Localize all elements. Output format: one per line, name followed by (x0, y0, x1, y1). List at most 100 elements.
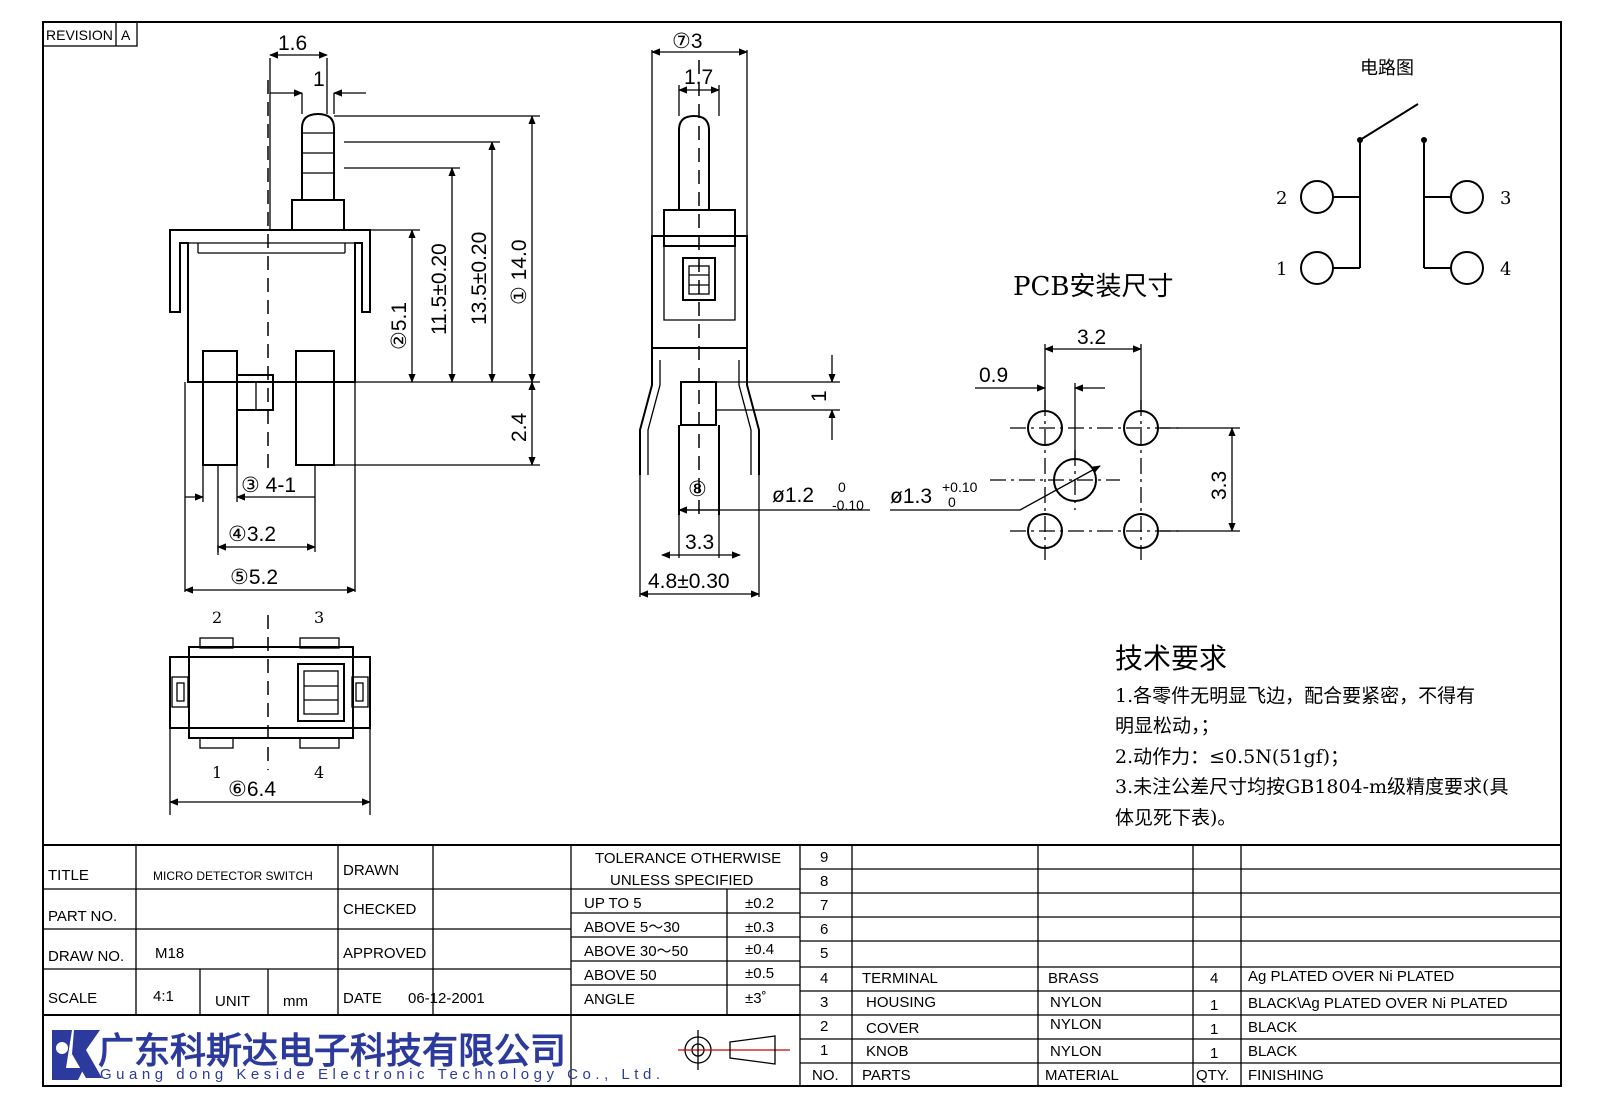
circuit-pin-2: 2 (1276, 188, 1287, 209)
tolerance-header-2: UNLESS SPECIFIED (610, 872, 754, 889)
title-label: TITLE (48, 867, 89, 884)
tol-value-2: ±0.3 (745, 919, 774, 936)
dim-1: 1 (313, 68, 325, 91)
circuit-terminal-4 (1450, 251, 1484, 285)
part-no-label: PART NO. (48, 908, 117, 925)
dim-1-6: 1.6 (278, 32, 307, 55)
tol-range-3: ABOVE 30～50 (584, 943, 688, 960)
approved-label: APPROVED (343, 945, 427, 962)
front-plunger-base (291, 199, 345, 231)
draw-no-value: M18 (155, 945, 184, 962)
pcb-dim-3-3: 3.3 (1208, 471, 1231, 500)
side-dim-1: 1 (808, 390, 831, 402)
bom-row-4-qty: 4 (1210, 970, 1218, 987)
tol-value-5: ±3˚ (745, 990, 767, 1007)
revision-label: REVISION (46, 27, 113, 43)
sheet-border (42, 21, 1562, 1087)
dim-13-5: 13.5±0.20 (468, 232, 491, 325)
tol-value-1: ±0.2 (745, 895, 774, 912)
unit-label: UNIT (215, 993, 250, 1010)
bom-row-2-no: 2 (820, 1018, 828, 1035)
bom-header-material: MATERIAL (1045, 1067, 1119, 1084)
checked-label: CHECKED (343, 901, 417, 918)
tol-range-2: ABOVE 5～30 (584, 919, 680, 936)
bom-row-6-no: 6 (820, 921, 828, 938)
drawn-label: DRAWN (343, 862, 399, 879)
dim-5-2: ⑤5.2 (230, 566, 278, 589)
circuit-pin-1: 1 (1276, 259, 1287, 280)
side-dim-8: ⑧ (688, 478, 707, 501)
draw-no-label: DRAW NO. (48, 948, 124, 965)
tolerance-header-1: TOLERANCE OTHERWISE (595, 850, 781, 867)
side-view: ⑦3 1.7 1 ⑧ ø1.2 0 -0.10 3.3 4.8±0.30 (639, 30, 870, 598)
bottom-body (169, 656, 371, 729)
bom-row-1-finishing: BLACK (1248, 1043, 1297, 1060)
tech-req-line-4: 3.未注公差尺寸均按GB1804-m级精度要求(具 (1115, 776, 1508, 798)
bom-row-2-part: COVER (866, 1020, 920, 1037)
company-name-cn: 广东科斯达电子科技有限公司 (98, 1030, 566, 1071)
bottom-pin-4: 4 (314, 763, 324, 782)
tech-req-line-3: 2.动作力：≤0.5N(51gf)； (1115, 746, 1349, 768)
dim-3-2: ④3.2 (228, 523, 276, 546)
side-dim-1-7: 1.7 (684, 66, 713, 89)
side-dim-phi12-up: 0 (838, 479, 846, 495)
bottom-view: 2 3 1 4 ⑥6.4 (169, 608, 371, 815)
pcb-dim-phi13: ø1.3 (890, 485, 932, 508)
side-dim-3-3: 3.3 (685, 531, 714, 554)
circuit-title: 电路图 (1360, 58, 1414, 79)
pcb-dim-phi13-low: 0 (948, 494, 956, 510)
bom-row-4-material: BRASS (1048, 970, 1099, 987)
side-dim-4-8: 4.8±0.30 (648, 570, 730, 593)
bom-row-5-no: 5 (820, 945, 828, 962)
scale-label: SCALE (48, 990, 97, 1007)
tech-req-line-2: 明显松动，； (1115, 715, 1220, 737)
bom-row-1-part: KNOB (866, 1043, 909, 1060)
pcb-dim-phi13-up: +0.10 (942, 479, 978, 495)
dim-4-1: ③ 4-1 (241, 474, 296, 497)
bom-row-2-material: NYLON (1050, 1016, 1102, 1033)
bom-row-3-part: HOUSING (866, 994, 936, 1011)
bottom-pin-3: 3 (314, 608, 324, 627)
dim-2-4: 2.4 (508, 412, 531, 442)
tol-value-4: ±0.5 (745, 965, 774, 982)
bom-row-3-finishing: BLACK\Ag PLATED OVER Ni PLATED (1248, 995, 1508, 1012)
tech-req-line-5: 体见死下表)。 (1115, 807, 1236, 829)
side-dim-phi12-low: -0.10 (832, 497, 864, 513)
revision-value: A (121, 27, 131, 43)
scale-value: 4:1 (153, 988, 174, 1005)
bom-header-no: NO. (812, 1067, 839, 1084)
bom-row-3-no: 3 (820, 994, 828, 1011)
side-dim-phi12: ø1.2 (772, 484, 814, 507)
bom-row-4-finishing: Ag PLATED OVER Ni PLATED (1248, 968, 1454, 985)
front-terminal-left (202, 350, 238, 466)
tech-req-title: 技术要求 (1115, 642, 1227, 675)
bom-row-1-no: 1 (820, 1042, 828, 1059)
circuit-pin-3: 3 (1500, 188, 1511, 209)
pcb-dim-0-9: 0.9 (979, 364, 1008, 387)
date-value: 06-12-2001 (408, 990, 485, 1007)
circuit-terminal-2 (1300, 180, 1334, 214)
dim-11-5: 11.5±0.20 (428, 243, 451, 335)
date-label: DATE (343, 990, 382, 1007)
circuit-terminal-1 (1300, 251, 1334, 285)
front-terminal-right (295, 350, 335, 466)
bottom-dim-6-4: ⑥6.4 (228, 778, 276, 801)
bom-row-2-qty: 1 (1210, 1021, 1218, 1038)
bom-row-7-no: 7 (820, 897, 828, 914)
circuit-pin-4: 4 (1500, 259, 1511, 280)
title-block: TITLE MICRO DETECTOR SWITCH PART NO. DRA… (43, 844, 1561, 1086)
tol-value-3: ±0.4 (745, 941, 774, 958)
bom-row-9-no: 9 (820, 849, 828, 866)
front-plunger (301, 112, 335, 200)
company-logo (52, 1030, 102, 1080)
tech-requirements: 技术要求 1.各零件无明显飞边，配合要紧密，不得有 明显松动，； 2.动作力：≤… (1115, 642, 1508, 829)
unit-value: mm (283, 993, 308, 1010)
dim-14-0: ① 14.0 (508, 239, 531, 305)
bom-header-parts: PARTS (862, 1067, 911, 1084)
bom-row-1-material: NYLON (1050, 1043, 1102, 1060)
projection-symbol-icon (678, 1030, 790, 1070)
dim-5-1: ②5.1 (388, 302, 411, 350)
revision-box: REVISION A (42, 21, 138, 47)
bom-header-finishing: FINISHING (1248, 1067, 1324, 1084)
